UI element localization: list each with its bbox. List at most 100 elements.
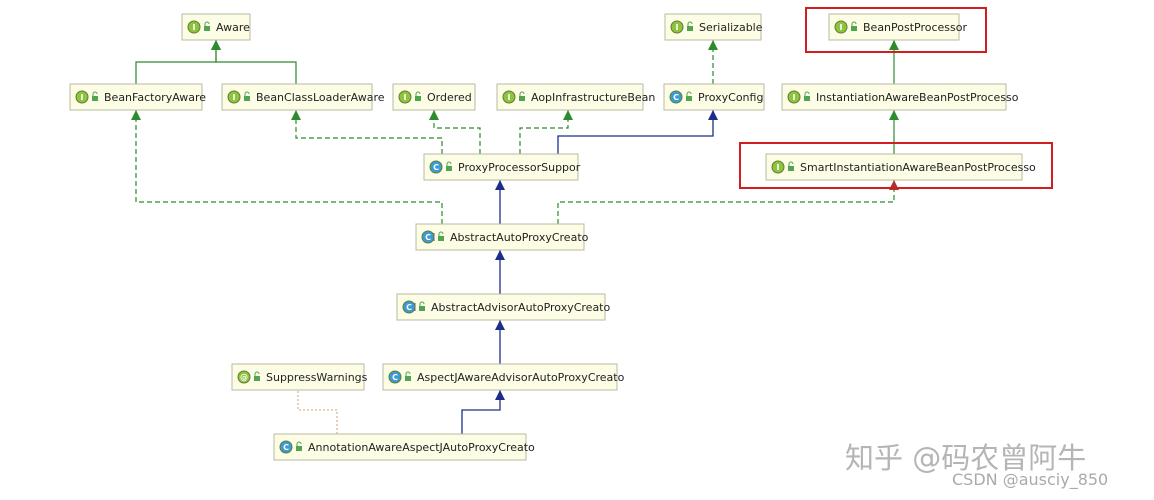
public-access-icon bbox=[405, 371, 411, 381]
edge-proxyProcessorSupport-to-proxyConfig bbox=[557, 110, 714, 154]
node-beanFactoryAware[interactable]: I BeanFactoryAware bbox=[69, 83, 206, 111]
svg-text:C: C bbox=[283, 443, 289, 452]
public-access-icon bbox=[204, 21, 210, 31]
node-label: AopInfrastructureBean bbox=[531, 91, 655, 104]
svg-text:C: C bbox=[433, 163, 439, 172]
svg-text:I: I bbox=[508, 93, 511, 102]
class-badge-icon: C bbox=[402, 300, 416, 314]
interface-badge-icon: I bbox=[227, 90, 241, 104]
public-access-icon bbox=[687, 21, 693, 31]
node-box bbox=[396, 293, 606, 321]
node-label: SmartInstantiationAwareBeanPostProcesso bbox=[800, 161, 1036, 174]
arrowhead-annotationAwareAspectJAutoProxyCreator-to-aspectJAwareAdvisorAutoProxyCreator bbox=[495, 390, 505, 400]
arrowhead-proxyProcessorSupport-to-aopInfrastructureBean bbox=[563, 110, 573, 120]
edge-annotationAwareAspectJAutoProxyCreator-to-aspectJAwareAdvisorAutoProxyCreator bbox=[461, 390, 501, 434]
class-badge-icon: C bbox=[421, 230, 435, 244]
node-aware[interactable]: I Aware bbox=[181, 13, 251, 41]
interface-badge-icon: I bbox=[75, 90, 89, 104]
highlight-box-beanPostProcessor bbox=[805, 7, 987, 53]
node-label: AbstractAutoProxyCreato bbox=[450, 231, 589, 244]
node-abstractAutoProxyCreator[interactable]: C AbstractAutoProxyCreato bbox=[415, 223, 589, 251]
arrowhead-abstractAutoProxyCreator-to-beanFactoryAware bbox=[131, 110, 141, 120]
node-suppressWarnings[interactable]: @ SuppressWarnings bbox=[231, 363, 368, 391]
svg-text:I: I bbox=[676, 23, 679, 32]
public-access-icon bbox=[244, 91, 250, 101]
edge-beanFactoryAware-to-aware bbox=[135, 40, 217, 84]
public-access-icon bbox=[788, 161, 794, 171]
csdn-watermark: CSDN @ausciy_850 bbox=[952, 470, 1109, 489]
public-access-icon bbox=[254, 371, 260, 381]
public-access-icon bbox=[519, 91, 525, 101]
highlights-layer bbox=[739, 7, 1053, 189]
public-access-icon bbox=[686, 91, 692, 101]
svg-text:C: C bbox=[406, 303, 412, 312]
svg-text:I: I bbox=[233, 93, 236, 102]
class-badge-icon: C bbox=[388, 370, 402, 384]
class-badge-icon: C bbox=[669, 90, 683, 104]
arrowhead-abstractAutoProxyCreator-to-proxyProcessorSupport bbox=[495, 180, 505, 190]
node-beanPostProcessor[interactable]: I BeanPostProcessor bbox=[828, 13, 967, 41]
node-label: SuppressWarnings bbox=[266, 371, 368, 384]
node-label: Serializable bbox=[699, 21, 763, 34]
svg-text:C: C bbox=[425, 233, 431, 242]
public-access-icon bbox=[851, 21, 857, 31]
node-box bbox=[765, 153, 1023, 181]
arrowhead-aspectJAwareAdvisorAutoProxyCreator-to-abstractAdvisorAutoProxyCreator bbox=[495, 320, 505, 330]
node-serializable[interactable]: I Serializable bbox=[664, 13, 763, 41]
node-aspectJAwareAdvisorAutoProxyCreator[interactable]: C AspectJAwareAdvisorAutoProxyCreato bbox=[382, 363, 625, 391]
node-box bbox=[382, 363, 618, 391]
public-access-icon bbox=[296, 441, 302, 451]
arrowhead-proxyProcessorSupport-to-proxyConfig bbox=[708, 110, 718, 120]
svg-text:I: I bbox=[777, 163, 780, 172]
node-label: BeanClassLoaderAware bbox=[256, 91, 385, 104]
svg-text:I: I bbox=[793, 93, 796, 102]
class-badge-icon: C bbox=[279, 440, 293, 454]
class-badge-icon: C bbox=[429, 160, 443, 174]
public-access-icon bbox=[438, 231, 444, 241]
arrowhead-proxyConfig-to-serializable bbox=[708, 40, 718, 50]
arrowhead-proxyProcessorSupport-to-ordered bbox=[429, 110, 439, 120]
node-label: BeanFactoryAware bbox=[104, 91, 206, 104]
interface-badge-icon: I bbox=[670, 20, 684, 34]
public-access-icon bbox=[446, 161, 452, 171]
node-aopInfrastructureBean[interactable]: I AopInfrastructureBean bbox=[496, 83, 655, 111]
node-label: AspectJAwareAdvisorAutoProxyCreato bbox=[417, 371, 625, 384]
node-box bbox=[828, 13, 960, 41]
interface-badge-icon: I bbox=[398, 90, 412, 104]
node-label: ProxyConfig bbox=[698, 91, 763, 104]
arrowhead-abstractAdvisorAutoProxyCreator-to-abstractAutoProxyCreator bbox=[495, 250, 505, 260]
edges-layer bbox=[131, 40, 899, 434]
node-smartInstantiationAwareBPP[interactable]: I SmartInstantiationAwareBeanPostProcesso bbox=[765, 153, 1036, 181]
node-proxyConfig[interactable]: C ProxyConfig bbox=[663, 83, 765, 111]
edge-proxyProcessorSupport-to-ordered bbox=[433, 110, 481, 154]
node-beanClassLoaderAware[interactable]: I BeanClassLoaderAware bbox=[221, 83, 385, 111]
interface-badge-icon: I bbox=[787, 90, 801, 104]
edge-abstractAutoProxyCreator-to-smartInstantiationAwareBPP bbox=[557, 180, 895, 224]
public-access-icon bbox=[415, 91, 421, 101]
node-label: Aware bbox=[216, 21, 250, 34]
highlight-box-smartInstantiationAwareBPP bbox=[739, 142, 1053, 189]
svg-text:I: I bbox=[193, 23, 196, 32]
edge-annotationAwareAspectJAutoProxyCreator-to-suppressWarnings bbox=[297, 390, 338, 434]
node-box bbox=[273, 433, 527, 461]
svg-text:I: I bbox=[840, 23, 843, 32]
zhihu-watermark: 知乎 @码农曾阿牛 bbox=[845, 441, 1087, 475]
annotation-badge-icon: @ bbox=[237, 370, 251, 384]
node-label: BeanPostProcessor bbox=[863, 21, 967, 34]
interface-badge-icon: I bbox=[502, 90, 516, 104]
arrowhead-proxyProcessorSupport-to-beanClassLoaderAware bbox=[291, 110, 301, 120]
edge-beanClassLoaderAware-to-aware bbox=[215, 40, 297, 84]
arrowhead-beanClassLoaderAware-to-aware bbox=[211, 40, 221, 50]
interface-badge-icon: I bbox=[771, 160, 785, 174]
edge-abstractAutoProxyCreator-to-beanFactoryAware bbox=[135, 110, 443, 224]
interface-badge-icon: I bbox=[834, 20, 848, 34]
edge-proxyProcessorSupport-to-beanClassLoaderAware bbox=[295, 110, 443, 154]
arrowhead-smartInstantiationAwareBPP-to-instantiationAwareBPP bbox=[889, 110, 899, 120]
